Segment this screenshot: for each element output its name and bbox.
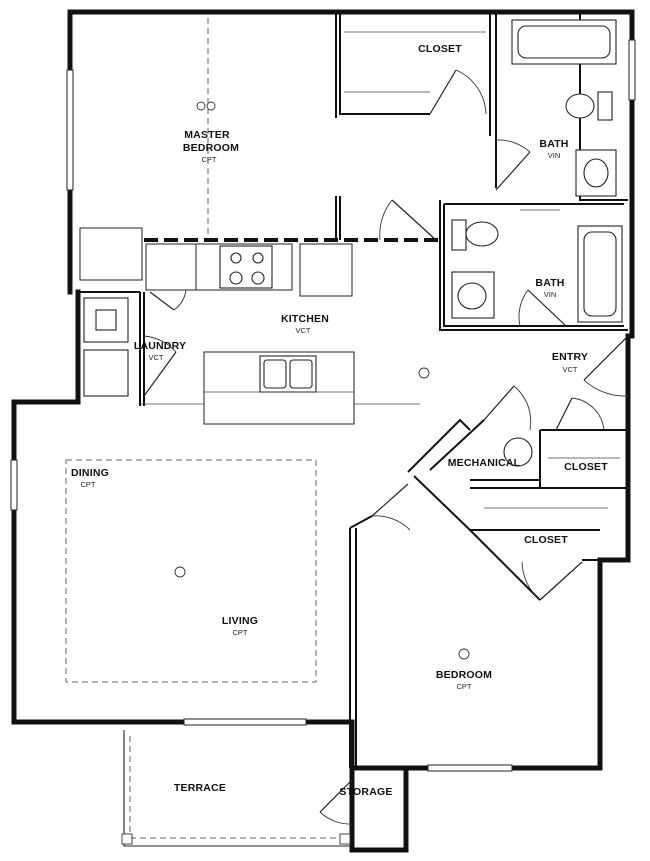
room-label-closet-entry: CLOSET [564,461,608,473]
finish-label-entry: VCT [563,365,578,374]
bedroom-door [371,483,411,531]
room-label-kitchen: KITCHEN [281,313,329,325]
finish-label-bedroom: CPT [457,682,472,691]
room-label-master-bedroom-2: BEDROOM [183,142,239,154]
room-label-living: LIVING [222,615,258,627]
pantry-door [149,289,187,311]
room-label-mechanical: MECHANICAL [448,457,521,469]
master-bedroom-door [379,199,437,241]
dining-living: DINING CPT LIVING CPT [65,459,317,683]
room-label-dining: DINING [71,467,109,479]
room-label-bath-master: BATH [539,138,568,150]
second-bath: BATH VIN [451,209,623,327]
finish-label-bath-master: VIN [548,151,561,160]
room-label-storage: STORAGE [339,786,392,798]
master-closet: CLOSET [418,43,487,115]
room-label-bedroom: BEDROOM [436,669,492,681]
laundry: LAUNDRY VCT [83,297,186,397]
room-label-terrace: TERRACE [174,782,226,794]
finish-label-laundry: VCT [149,353,164,362]
finish-label-living: CPT [233,628,248,637]
room-label-master-bedroom-1: MASTER [184,129,230,141]
master-bath: BATH VIN [495,19,617,197]
interior-walls [78,12,628,768]
entry: ENTRY VCT [552,335,629,397]
storage: STORAGE [319,779,392,825]
terrace-outline [121,730,352,847]
bedroom: BEDROOM CPT [436,648,492,691]
finish-label-bath-second: VIN [544,290,557,299]
exterior-windows [10,39,636,772]
kitchen: KITCHEN VCT [145,243,430,425]
room-label-closet-bedroom: CLOSET [524,534,568,546]
room-label-entry: ENTRY [552,351,588,363]
mechanical: MECHANICAL [448,385,533,469]
entry-closet: CLOSET [548,397,620,473]
finish-label-dining: CPT [81,480,96,489]
finish-label-master-bedroom: CPT [202,155,217,164]
finish-label-kitchen: VCT [296,326,311,335]
room-label-closet-master: CLOSET [418,43,462,55]
master-bedroom: MASTER BEDROOM CPT [79,18,239,281]
bedroom-closet: CLOSET [484,507,608,601]
room-label-bath-second: BATH [535,277,564,289]
room-label-laundry: LAUNDRY [134,340,186,352]
